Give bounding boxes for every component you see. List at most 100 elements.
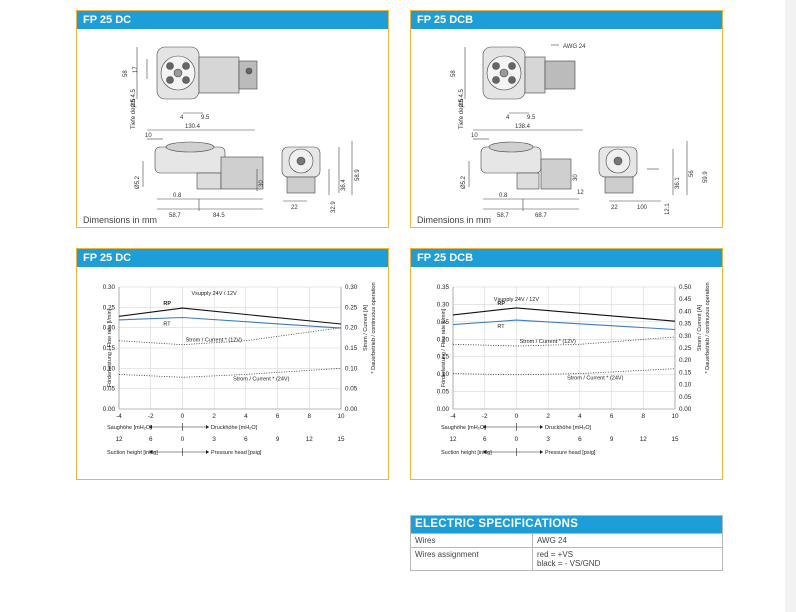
dim-687: 68.7 [535, 213, 547, 219]
series-label: Strom / Current * (12V) [186, 338, 242, 344]
spec-row-wires: Wires AWG 24 [411, 533, 722, 547]
chart-title: FP 25 DCB [411, 249, 722, 267]
x-tick-label: 0 [515, 413, 519, 420]
depth-note: Tiefe depth 4.5 [131, 89, 137, 129]
x-tick-label: 10 [671, 413, 679, 420]
x2-tick-label: 15 [671, 436, 679, 443]
x2-tick-label: 12 [115, 436, 123, 443]
dim-845: 84.5 [213, 213, 225, 219]
performance-chart-dcb: 0.000.050.100.150.200.250.300.350.000.05… [437, 282, 711, 456]
x-label-pressure-mh2o: Druckhöhe [mH₂O] [211, 425, 258, 431]
y2-tick-label: 0.05 [345, 386, 358, 393]
x2-tick-label: 9 [610, 436, 614, 443]
dim-56: 56 [689, 170, 695, 177]
y2-tick-label: 0.00 [345, 406, 358, 413]
dim-length: 138.4 [515, 124, 531, 130]
spec-key: Wires assignment [411, 548, 533, 570]
y2-tick-label: 0.35 [679, 321, 692, 328]
vertical-scrollbar[interactable] [785, 0, 796, 612]
x-tick-label: 4 [244, 413, 248, 420]
chart-annotation: Vsupply 24V / 12V [192, 291, 238, 297]
spec-title: ELECTRIC SPECIFICATIONS [411, 516, 722, 533]
y2-axis-title: Strom / Current [A] [697, 305, 703, 351]
y-tick-label: 0.30 [437, 301, 450, 308]
electric-specifications: ELECTRIC SPECIFICATIONS Wires AWG 24 Wir… [410, 515, 723, 571]
y2-axis-note: * Dauerbetrieb / continuous operation [371, 282, 377, 373]
series-label: RT [497, 324, 505, 330]
y-tick-label: 0.15 [103, 345, 116, 352]
y-tick-label: 0.25 [437, 319, 450, 326]
dim-hole: 4 [506, 115, 510, 121]
series-line [118, 316, 342, 329]
series-line [118, 367, 342, 378]
dimensions-caption: Dimensions in mm [417, 215, 492, 225]
spec-value-line: black = - VS/GND [537, 559, 601, 568]
x-tick-label: -2 [148, 413, 154, 420]
dim-22: 22 [291, 205, 298, 211]
y2-tick-label: 0.45 [679, 296, 692, 303]
spec-row-wires-assignment: Wires assignment red = +VS black = - VS/… [411, 547, 722, 570]
dim-diameter: Ø5.2 [135, 175, 141, 189]
x2-tick-label: 15 [337, 436, 345, 443]
y-tick-label: 0.10 [103, 365, 116, 372]
dim-ten: 10 [471, 133, 478, 139]
y2-tick-label: 0.15 [679, 369, 692, 376]
series-label: RT [163, 322, 171, 328]
y2-tick-label: 0.25 [679, 345, 692, 352]
x-label-pressure-mh2o: Druckhöhe [mH₂O] [545, 425, 592, 431]
dim-587: 58.7 [497, 213, 509, 219]
y2-tick-label: 0.30 [345, 284, 358, 291]
dim-diameter: Ø5.2 [461, 175, 467, 189]
x-label-suction-mh2o: Saughöhe [mH₂O] [441, 425, 486, 431]
dimension-panel-dc: FP 25 DC [76, 10, 389, 228]
spec-value-line: red = +VS [537, 550, 574, 559]
x-label-suction-inhg: Suction height [inHg] [441, 450, 492, 456]
x-label-suction-inhg: Suction height [inHg] [107, 450, 158, 456]
x-tick-label: 10 [337, 413, 345, 420]
dim-width: 9.5 [527, 115, 536, 121]
series-line [452, 368, 676, 376]
chart-annotation: Vsupply 24V / 12V [494, 297, 540, 303]
x2-tick-label: 12 [640, 436, 648, 443]
dim-100: 100 [637, 205, 648, 211]
series-label: RP [163, 301, 171, 307]
x2-tick-label: 3 [546, 436, 550, 443]
awg-label: AWG 24 [563, 44, 586, 50]
y-tick-label: 0.20 [437, 336, 450, 343]
y-tick-label: 0.15 [437, 354, 450, 361]
depth-note: Tiefe depth 4.5 [459, 89, 465, 129]
x2-tick-label: 6 [483, 436, 487, 443]
x-tick-label: 8 [642, 413, 646, 420]
x-tick-label: -2 [482, 413, 488, 420]
dim-364: 36.4 [341, 179, 347, 191]
y2-tick-label: 0.50 [679, 284, 692, 291]
dim-30: 30 [573, 174, 579, 181]
x-tick-label: -4 [116, 413, 122, 420]
x-tick-label: 6 [610, 413, 614, 420]
x-tick-label: 0 [181, 413, 185, 420]
y-tick-label: 0.00 [437, 406, 450, 413]
dim-08: 0.8 [173, 193, 182, 199]
x2-tick-label: 0 [181, 436, 185, 443]
x2-tick-label: 0 [515, 436, 519, 443]
dimension-panel-dcb: FP 25 DCB [410, 10, 723, 228]
series-line [452, 307, 676, 322]
dim-599: 59.9 [703, 171, 709, 183]
dim-329: 32.9 [331, 201, 337, 213]
x-tick-label: 4 [578, 413, 582, 420]
y2-axis-title: Strom / Current [A] [363, 305, 369, 351]
dimensions-caption: Dimensions in mm [83, 215, 158, 225]
dim-top-height: 58 [451, 70, 457, 77]
series-label: Strom / Current * (12V) [520, 339, 576, 345]
performance-chart-dc: 0.000.050.100.150.200.250.300.000.050.10… [103, 282, 377, 456]
dim-587: 58.7 [169, 213, 181, 219]
spec-value: AWG 24 [533, 534, 571, 547]
spec-value-line: AWG 24 [537, 536, 567, 545]
y-tick-label: 0.10 [437, 371, 450, 378]
x-label-pressure-psig: Pressure head [psig] [211, 450, 262, 456]
x2-tick-label: 6 [578, 436, 582, 443]
x-tick-label: 8 [308, 413, 312, 420]
